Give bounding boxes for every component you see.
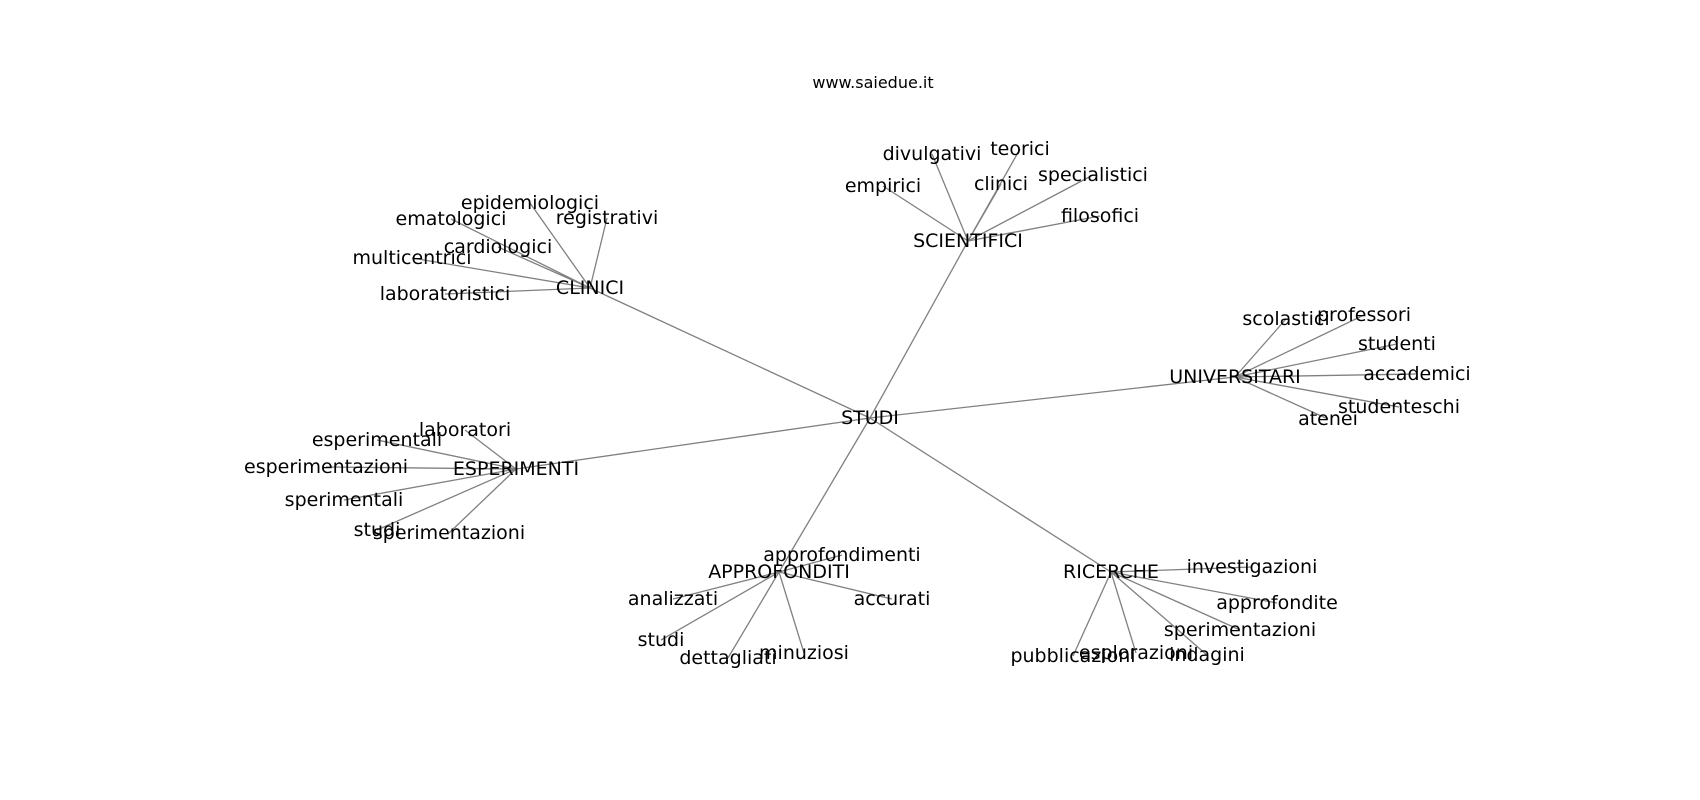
edge-ricerche-3 xyxy=(1072,571,1112,657)
leaf-node-universitari-4: studenteschi xyxy=(1338,396,1460,418)
leaf-node-universitari-0: scolastici xyxy=(1242,308,1329,330)
edge-esperimenti-0 xyxy=(464,429,517,470)
leaf-node-approfonditi-1: analizzati xyxy=(628,588,718,610)
edge-esperimenti-5 xyxy=(448,468,517,534)
edge-clinici_hub-0 xyxy=(529,202,591,289)
edge-universitari-3 xyxy=(1234,373,1418,378)
edge-ricerche-4 xyxy=(1110,571,1137,654)
leaf-node-ricerche-1: approfondite xyxy=(1216,592,1338,614)
leaf-node-esperimenti-0: laboratori xyxy=(419,419,511,441)
leaf-node-clinici_hub-0: epidemiologici xyxy=(461,192,599,214)
leaf-node-approfonditi-3: studi xyxy=(638,629,685,651)
edge-esperimenti-4 xyxy=(376,468,517,531)
edge-approfonditi-0 xyxy=(778,554,843,573)
edge-scientifici-3 xyxy=(967,183,1002,242)
leaf-node-scientifici-5: filosofici xyxy=(1061,205,1139,227)
edge-esperimenti-2 xyxy=(325,466,517,470)
leaf-node-ricerche-0: investigazioni xyxy=(1187,556,1318,578)
edge-esperimenti-1 xyxy=(376,439,517,470)
edges-layer xyxy=(325,148,1418,659)
edge-approfonditi-5 xyxy=(778,571,805,654)
edge-ricerche-1 xyxy=(1110,571,1278,604)
site-watermark-label: www.saiedue.it xyxy=(812,73,933,92)
edge-approfonditi-3 xyxy=(660,571,780,641)
leaf-node-esperimenti-2: esperimentazioni xyxy=(244,456,408,478)
edge-universitari-2 xyxy=(1234,343,1398,378)
labels-layer: STUDI SCIENTIFICI divulgativi teorici empiri… xyxy=(244,138,1471,669)
leaf-node-universitari-5: atenei xyxy=(1298,408,1358,430)
leaf-node-approfonditi-5: minuziosi xyxy=(759,642,849,664)
edge-universitari-0 xyxy=(1234,318,1287,378)
leaf-node-esperimenti-4: studi xyxy=(354,519,401,541)
edge-ricerche-0 xyxy=(1110,566,1253,573)
leaf-node-clinici_hub-1: ematologici xyxy=(396,208,507,230)
edge-esperimenti-3 xyxy=(343,468,517,501)
leaf-node-approfonditi-2: accurati xyxy=(854,588,931,610)
hub-node-esperimenti: ESPERIMENTI xyxy=(453,458,579,480)
edge-universitari-5 xyxy=(1234,376,1329,420)
leaf-node-scientifici-2: empirici xyxy=(845,175,921,197)
leaf-node-clinici_hub-5: laboratoristici xyxy=(380,283,511,305)
hub-node-universitari: UNIVERSITARI xyxy=(1169,366,1301,388)
edge-root-ricerche xyxy=(869,417,1112,573)
edge-approfonditi-1 xyxy=(672,571,780,600)
edge-scientifici-4 xyxy=(967,174,1094,242)
edge-approfonditi-2 xyxy=(778,571,893,600)
leaf-node-universitari-1: professori xyxy=(1317,304,1411,326)
leaf-node-scientifici-0: divulgativi xyxy=(883,143,982,165)
edge-clinici_hub-1 xyxy=(450,218,591,289)
leaf-node-approfonditi-0: approfondimenti xyxy=(763,544,920,566)
root-node-label: STUDI xyxy=(841,407,899,429)
leaf-node-ricerche-2: sperimentazioni xyxy=(1164,619,1316,641)
leaf-node-clinici_hub-3: cardiologici xyxy=(444,236,553,258)
edge-root-universitari xyxy=(869,376,1236,419)
edge-root-esperimenti xyxy=(515,417,871,470)
leaf-node-ricerche-4: esplorazioni xyxy=(1079,642,1193,664)
leaf-node-esperimenti-3: sperimentali xyxy=(285,489,404,511)
leaf-node-universitari-3: accademici xyxy=(1363,363,1470,385)
leaf-node-scientifici-3: clinici xyxy=(974,173,1028,195)
leaf-node-ricerche-3: pubblicazioni xyxy=(1010,645,1135,667)
leaf-node-approfonditi-4: dettagliati xyxy=(679,647,776,669)
edge-approfonditi-4 xyxy=(727,571,780,659)
edge-clinici_hub-4 xyxy=(411,257,591,289)
leaf-node-scientifici-4: specialistici xyxy=(1038,164,1148,186)
edge-clinici_hub-3 xyxy=(497,246,591,289)
edge-root-clinici_hub xyxy=(589,287,871,419)
hub-node-scientifici: SCIENTIFICI xyxy=(913,230,1023,252)
edge-clinici_hub-2 xyxy=(589,217,608,289)
hub-node-ricerche: RICERCHE xyxy=(1063,561,1159,583)
edge-ricerche-5 xyxy=(1110,571,1208,656)
leaf-node-universitari-2: studenti xyxy=(1358,333,1436,355)
leaf-node-clinici_hub-2: registrativi xyxy=(556,207,658,229)
leaf-node-scientifici-1: teorici xyxy=(990,138,1050,160)
edge-root-scientifici xyxy=(869,240,969,419)
edge-scientifici-0 xyxy=(931,153,969,242)
hub-node-clinici_hub: CLINICI xyxy=(556,277,624,299)
hub-node-approfonditi: APPROFONDITI xyxy=(708,561,850,583)
edge-clinici_hub-5 xyxy=(444,287,591,295)
edge-ricerche-2 xyxy=(1110,571,1241,631)
leaf-node-clinici_hub-4: multicentrici xyxy=(352,247,471,269)
edge-scientifici-2 xyxy=(882,185,969,242)
leaf-node-ricerche-5: indagini xyxy=(1169,644,1245,666)
edge-root-approfonditi xyxy=(778,417,871,573)
leaf-node-esperimenti-5: sperimentazioni xyxy=(373,522,525,544)
edge-universitari-1 xyxy=(1234,314,1365,378)
leaf-node-esperimenti-1: esperimentali xyxy=(312,429,442,451)
edge-universitari-4 xyxy=(1234,376,1400,408)
edge-scientifici-5 xyxy=(967,215,1101,242)
